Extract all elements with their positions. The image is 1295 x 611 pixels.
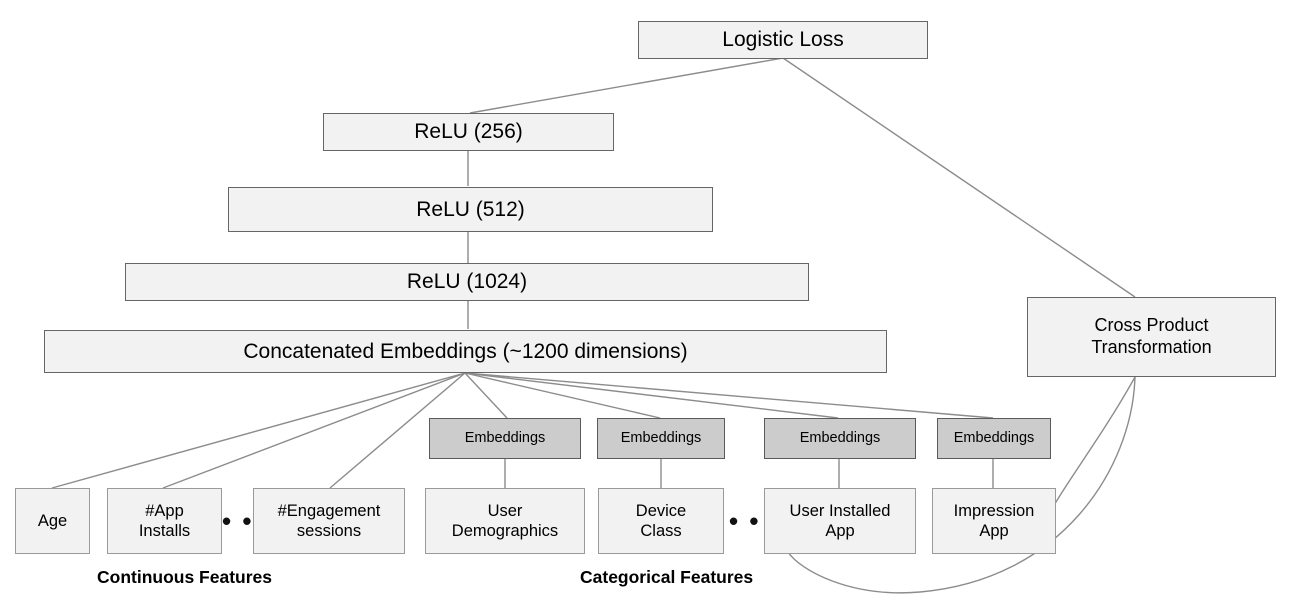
edge-concat-to-emb-4	[464, 372, 994, 419]
node-feature-app-installs[interactable]: #App Installs	[107, 488, 222, 554]
node-concatenated-embeddings-label: Concatenated Embeddings (~1200 dimension…	[243, 339, 688, 363]
node-relu-512-label: ReLU (512)	[416, 197, 525, 221]
node-embeddings-3-label: Embeddings	[799, 429, 881, 446]
node-cross-product-line1: Cross Product	[1094, 315, 1209, 336]
node-feature-impression-app-line1: Impression	[953, 501, 1035, 520]
edge-loss-to-cross	[782, 57, 1136, 298]
node-feature-device-class-line2: Class	[640, 522, 682, 540]
node-feature-impression-app-line2: App	[979, 522, 1009, 540]
node-feature-engagement-line1: #Engagement	[277, 501, 381, 520]
group-label-continuous-text: Continuous Features	[97, 567, 273, 587]
node-feature-user-demographics-line1: User	[487, 501, 523, 520]
group-label-categorical-features: Categorical Features	[580, 567, 753, 588]
node-relu-256-label: ReLU (256)	[414, 120, 523, 144]
edge-concat-to-emb-3	[464, 372, 839, 419]
edge-loss-to-relu256	[469, 57, 784, 114]
node-relu-1024[interactable]: ReLU (1024)	[125, 263, 809, 301]
node-embeddings-1-label: Embeddings	[464, 429, 546, 446]
node-feature-age-label: Age	[37, 511, 68, 530]
node-relu-512[interactable]: ReLU (512)	[228, 187, 713, 232]
node-feature-engagement-line2: sessions	[296, 522, 362, 540]
node-cross-product-transformation[interactable]: Cross Product Transformation	[1027, 297, 1276, 377]
edge-cross-to-impression-app	[1044, 376, 1136, 523]
edge-concat-to-emb-1	[464, 372, 508, 419]
edge-concat-to-emb-2	[464, 372, 661, 419]
node-feature-app-installs-line2: Installs	[138, 522, 191, 540]
edge-cross-to-user-installed-app	[787, 376, 1136, 594]
node-feature-device-class-line1: Device	[635, 501, 687, 520]
node-feature-user-demographics[interactable]: User Demographics	[425, 488, 585, 554]
group-label-categorical-text: Categorical Features	[580, 567, 754, 587]
group-label-continuous-features: Continuous Features	[97, 567, 272, 588]
node-embeddings-user-installed-app[interactable]: Embeddings	[764, 418, 916, 459]
node-concatenated-embeddings[interactable]: Concatenated Embeddings (~1200 dimension…	[44, 330, 887, 373]
node-feature-app-installs-line1: #App	[145, 501, 184, 520]
node-logistic-loss-label: Logistic Loss	[722, 28, 844, 52]
node-embeddings-4-label: Embeddings	[953, 429, 1035, 446]
node-cross-product-line2: Transformation	[1091, 337, 1212, 357]
node-feature-device-class[interactable]: Device Class	[598, 488, 724, 554]
node-relu-1024-label: ReLU (1024)	[406, 270, 528, 294]
node-embeddings-2-label: Embeddings	[620, 429, 702, 446]
edge-concat-to-age	[51, 372, 466, 489]
node-embeddings-device-class[interactable]: Embeddings	[597, 418, 725, 459]
node-feature-user-demographics-line2: Demographics	[451, 522, 559, 540]
node-embeddings-impression-app[interactable]: Embeddings	[937, 418, 1051, 459]
node-feature-engagement-sessions[interactable]: #Engagement sessions	[253, 488, 405, 554]
node-feature-user-installed-app-line1: User Installed	[789, 501, 891, 520]
node-relu-256[interactable]: ReLU (256)	[323, 113, 614, 151]
edge-concat-to-app-installs	[162, 372, 466, 489]
node-logistic-loss[interactable]: Logistic Loss	[638, 21, 928, 59]
node-feature-impression-app[interactable]: Impression App	[932, 488, 1056, 554]
node-embeddings-user-demographics[interactable]: Embeddings	[429, 418, 581, 459]
node-feature-user-installed-app-line2: App	[825, 522, 855, 540]
node-feature-user-installed-app[interactable]: User Installed App	[764, 488, 916, 554]
node-feature-age[interactable]: Age	[15, 488, 90, 554]
